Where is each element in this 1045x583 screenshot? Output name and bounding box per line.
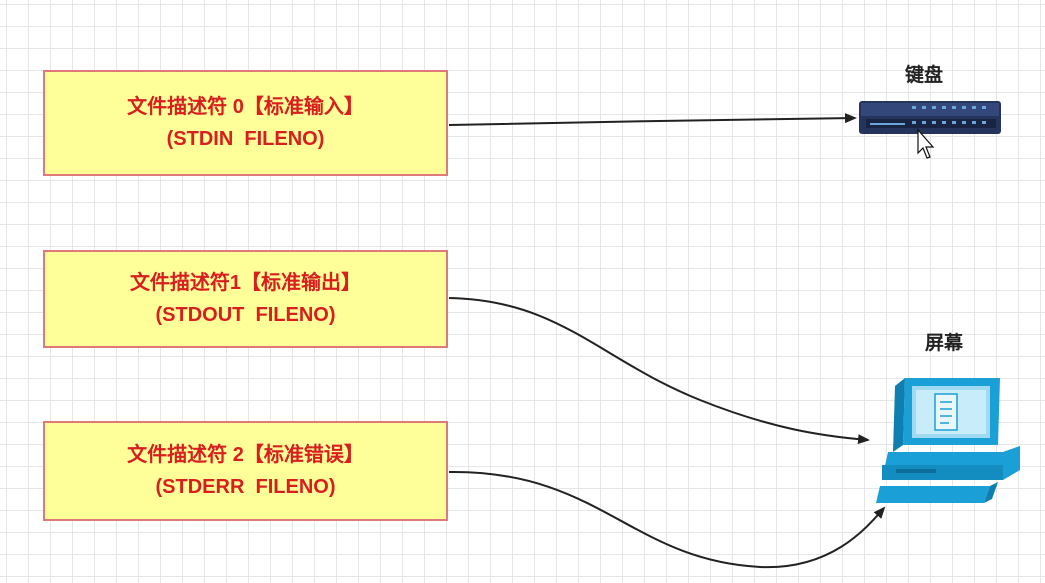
computer-monitor-icon bbox=[876, 378, 1020, 503]
stderr-descriptor-name: (STDERR FILENO) bbox=[155, 476, 336, 498]
stdout-descriptor-title: 文件描述符1【标准输出】 bbox=[129, 272, 362, 294]
stdout-descriptor-name: (STDOUT FILENO) bbox=[155, 304, 336, 326]
screen-label: 屏幕 bbox=[925, 332, 964, 354]
arrow-stderr-to-screen bbox=[448, 470, 886, 569]
stderr-descriptor-title: 文件描述符 2【标准错误】 bbox=[127, 444, 364, 466]
mouse-cursor-icon bbox=[917, 128, 935, 159]
stdout-descriptor-box: 文件描述符1【标准输出】 (STDOUT FILENO) bbox=[43, 250, 448, 348]
stdin-descriptor-name: (STDIN FILENO) bbox=[166, 128, 325, 150]
arrow-stdout-to-screen bbox=[448, 297, 870, 445]
keyboard-icon bbox=[859, 101, 1001, 134]
arrow-stdin-to-keyboard bbox=[448, 113, 857, 126]
stdin-descriptor-title: 文件描述符 0【标准输入】 bbox=[127, 96, 364, 118]
stdin-descriptor-box: 文件描述符 0【标准输入】 (STDIN FILENO) bbox=[43, 70, 448, 176]
keyboard-label: 键盘 bbox=[905, 64, 944, 86]
stderr-descriptor-box: 文件描述符 2【标准错误】 (STDERR FILENO) bbox=[43, 421, 448, 521]
